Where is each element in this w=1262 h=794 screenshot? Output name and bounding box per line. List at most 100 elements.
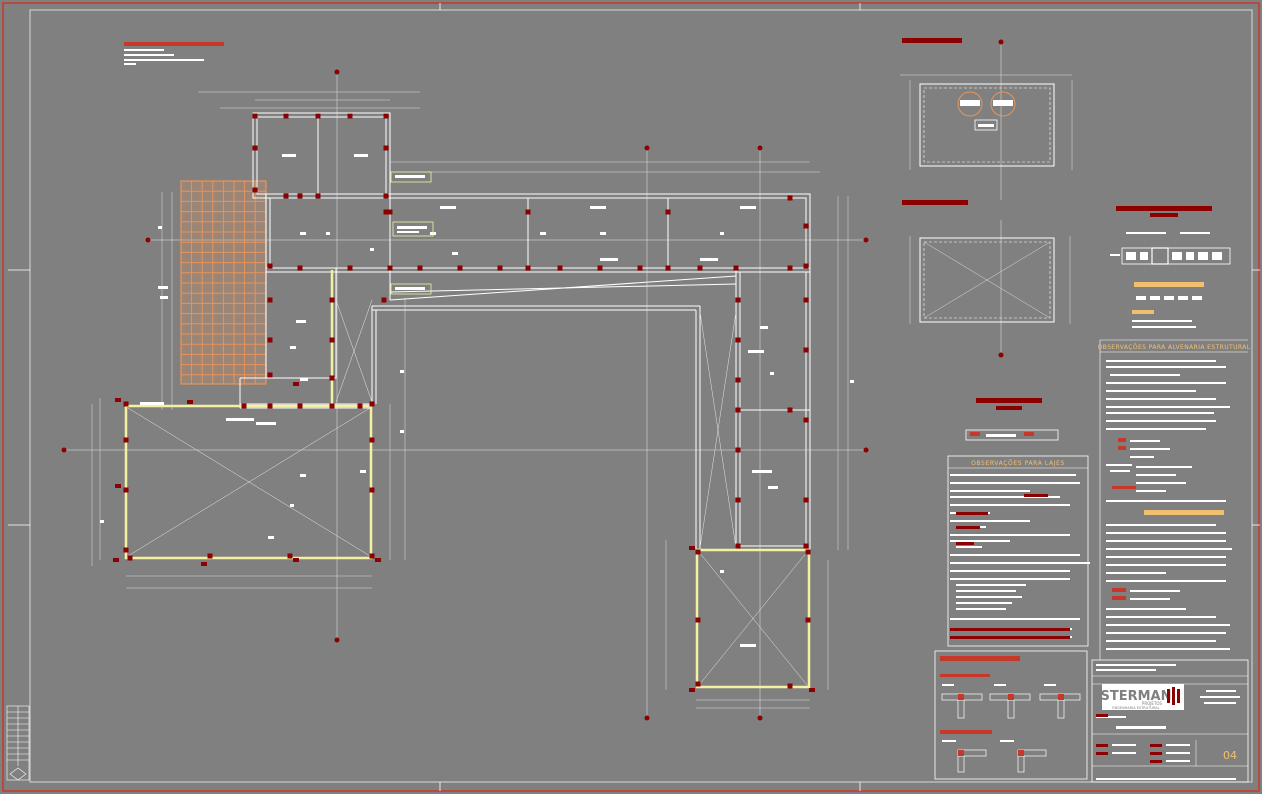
column-marker <box>267 297 273 303</box>
column-marker <box>315 193 321 199</box>
slab-note-line <box>950 474 1076 476</box>
plan-label <box>354 154 368 157</box>
slab-note-line <box>950 520 1030 522</box>
column-marker <box>417 265 423 271</box>
masonry-note-line <box>1136 482 1186 484</box>
masonry-note-line <box>1106 524 1216 526</box>
plan-label <box>452 252 458 255</box>
slab-note-line <box>956 590 1016 592</box>
column-marker <box>347 265 353 271</box>
plan-label <box>140 402 164 405</box>
column-marker <box>387 265 393 271</box>
column-marker <box>383 145 389 151</box>
column-marker <box>297 265 303 271</box>
plan-label <box>158 226 162 229</box>
column-marker <box>283 193 289 199</box>
notes-slabs-title: OBSERVAÇÕES PARA LAJES <box>971 460 1065 467</box>
notes-slabs-panel: OBSERVAÇÕES PARA LAJES <box>947 455 1090 647</box>
slab-diagonals <box>127 299 808 686</box>
slab-note-line <box>956 546 982 548</box>
dimension-lines <box>91 91 849 709</box>
column-marker <box>735 407 741 413</box>
column-marker <box>665 209 671 215</box>
masonry-note-line <box>1130 598 1170 600</box>
column-marker <box>803 497 809 503</box>
plan-label <box>300 378 308 381</box>
column-markers <box>113 113 815 692</box>
column-marker <box>293 558 299 562</box>
column-marker <box>267 372 273 378</box>
column-marker <box>735 543 741 549</box>
column-marker <box>383 113 389 119</box>
company-logo-icon <box>1167 687 1180 705</box>
plan-label <box>360 470 366 473</box>
column-marker <box>383 193 389 199</box>
plan-label <box>748 350 764 353</box>
plan-label <box>160 296 168 299</box>
column-marker <box>803 543 809 549</box>
slab-note-line <box>956 602 1012 604</box>
column-marker <box>803 417 809 423</box>
plan-label <box>752 470 772 473</box>
column-marker <box>293 382 299 386</box>
masonry-note-line <box>1106 398 1216 400</box>
plan-label <box>600 232 606 235</box>
column-marker <box>315 113 321 119</box>
notes-masonry-title: OBSERVAÇÕES PARA ALVENARIA ESTRUTURAL <box>1098 344 1251 351</box>
column-marker <box>805 549 811 555</box>
column-marker <box>369 487 375 493</box>
column-marker <box>787 195 793 201</box>
masonry-note-line <box>1130 448 1170 450</box>
column-marker <box>803 263 809 269</box>
plan-label <box>760 326 768 329</box>
slab-note-line <box>950 578 1070 580</box>
column-marker <box>252 145 258 151</box>
label-box-text <box>395 175 427 290</box>
column-marker <box>525 265 531 271</box>
column-marker <box>735 377 741 383</box>
plan-label <box>290 504 294 507</box>
masonry-note-line <box>1106 500 1226 502</box>
column-marker <box>383 209 389 215</box>
column-marker <box>287 553 293 559</box>
column-marker <box>695 549 701 555</box>
column-marker <box>805 617 811 623</box>
masonry-note-line <box>1106 428 1206 430</box>
slab-note-line <box>950 540 1010 542</box>
plan-labels <box>100 154 854 647</box>
column-marker <box>283 113 289 119</box>
slab-note-line <box>950 504 1070 506</box>
slab-note-line <box>950 490 1030 492</box>
column-marker <box>115 398 121 402</box>
slab-note-line <box>950 554 1080 556</box>
slab-note-line <box>956 596 1022 598</box>
column-marker <box>381 297 387 303</box>
masonry-note-line <box>1106 406 1230 408</box>
masonry-note-line <box>1136 474 1176 476</box>
grid-axes <box>64 42 1002 718</box>
plan-label <box>400 370 404 373</box>
revision-table <box>6 705 30 781</box>
plan-label <box>540 232 546 235</box>
plan-label <box>700 258 718 261</box>
column-marker <box>695 617 701 623</box>
slab-note-line <box>950 570 1070 572</box>
slab-note-highlight <box>956 512 988 515</box>
plan-label <box>770 372 774 375</box>
column-marker <box>697 265 703 271</box>
masonry-note-line <box>1130 456 1154 458</box>
plan-label <box>590 206 606 209</box>
column-marker <box>297 193 303 199</box>
column-marker <box>787 265 793 271</box>
slab-grid-area <box>180 180 267 385</box>
detail-middle-right <box>902 200 1071 324</box>
column-marker <box>369 401 375 407</box>
masonry-note-line <box>1106 360 1216 362</box>
plan-label <box>326 232 330 235</box>
slab-note-line <box>950 562 1090 564</box>
column-marker <box>115 484 121 488</box>
plan-label <box>740 644 756 647</box>
plan-walls <box>239 112 811 551</box>
plan-label <box>226 418 254 421</box>
